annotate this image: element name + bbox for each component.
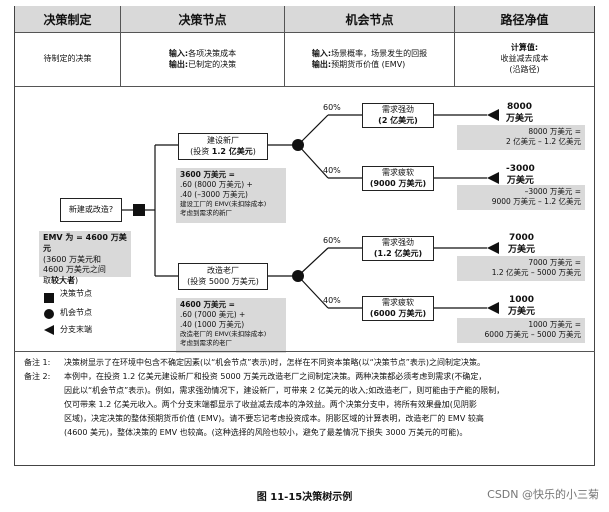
build-low-pct: 40%: [323, 166, 341, 175]
build-new-plant-box: 建设新厂 (投资 1.2 亿美元): [178, 133, 268, 160]
header-decision-making: 决策制定: [15, 6, 121, 33]
header-decision-node: 决策节点: [121, 6, 285, 33]
build-high-demand-box: 需求强劲(2 亿美元): [362, 103, 434, 128]
upgrade-emv-box: 4600 万美元 = .60 (7000 美元) + .40 (1000 万美元…: [176, 298, 286, 353]
legend-end-label: 分支末端: [60, 325, 92, 334]
upgrade-low-calc: 1000 万美元 =6000 万美元 – 5000 万美元: [457, 318, 585, 343]
row-decision-node: 输入:各项决策成本 输出:已制定的决策: [121, 33, 285, 87]
note-2: 备注 2: 本例中，在投资 1.2 亿美元建设新厂和投资 5000 万美元改造老…: [24, 372, 505, 437]
upgrade-low-pct: 40%: [323, 296, 341, 305]
root-emv-box: EMV 为 = 4600 万美元 (3600 万美元和 4600 万美元之间 取…: [39, 231, 131, 285]
build-low-demand-box: 需求疲软(9000 万美元): [362, 166, 434, 191]
build-low-calc: –3000 万美元 =9000 万美元 – 1.2 亿美元: [457, 185, 585, 210]
legend-chance-label: 机会节点: [60, 308, 92, 317]
figure-caption: 图 11-15决策树示例: [256, 492, 353, 503]
row-decision-making: 待制定的决策: [15, 33, 121, 87]
header-chance-node: 机会节点: [285, 6, 455, 33]
header-path-value: 路径净值: [455, 6, 594, 33]
build-high-pct: 60%: [323, 103, 341, 112]
upgrade-old-plant-box: 改造老厂(投资 5000 万美元): [178, 263, 268, 290]
upgrade-high-demand-box: 需求强劲(1.2 亿美元): [362, 236, 434, 261]
row-path-value: 计算值: 收益减去成本 (沿路径): [455, 33, 594, 87]
build-emv-box: 3600 万美元 = .60 (8000 万美元) + .40 (–3000 万…: [176, 168, 286, 223]
row-chance-node: 输入:场景概率，场景发生的回报 输出:预期货币价值 (EMV): [285, 33, 455, 87]
build-high-calc: 8000 万美元 =2 亿美元 – 1.2 亿美元: [457, 125, 585, 150]
root-decision-box: 新建或改造?: [60, 198, 122, 222]
legend-decision-label: 决策节点: [60, 289, 92, 298]
upgrade-high-pct: 60%: [323, 236, 341, 245]
note-1: 备注 1: 决策树显示了在环境中包含不确定因素(以“机会节点”表示)时，怎样在不…: [24, 358, 486, 367]
upgrade-high-calc: 7000 万美元 =1.2 亿美元 – 5000 万美元: [457, 256, 585, 281]
watermark: CSDN @快乐的小三菊: [487, 488, 599, 501]
notes: 备注 1: 决策树显示了在环境中包含不确定因素(以“机会节点”表示)时，怎样在不…: [14, 351, 595, 440]
upgrade-low-demand-box: 需求疲软(6000 万美元): [362, 296, 434, 321]
